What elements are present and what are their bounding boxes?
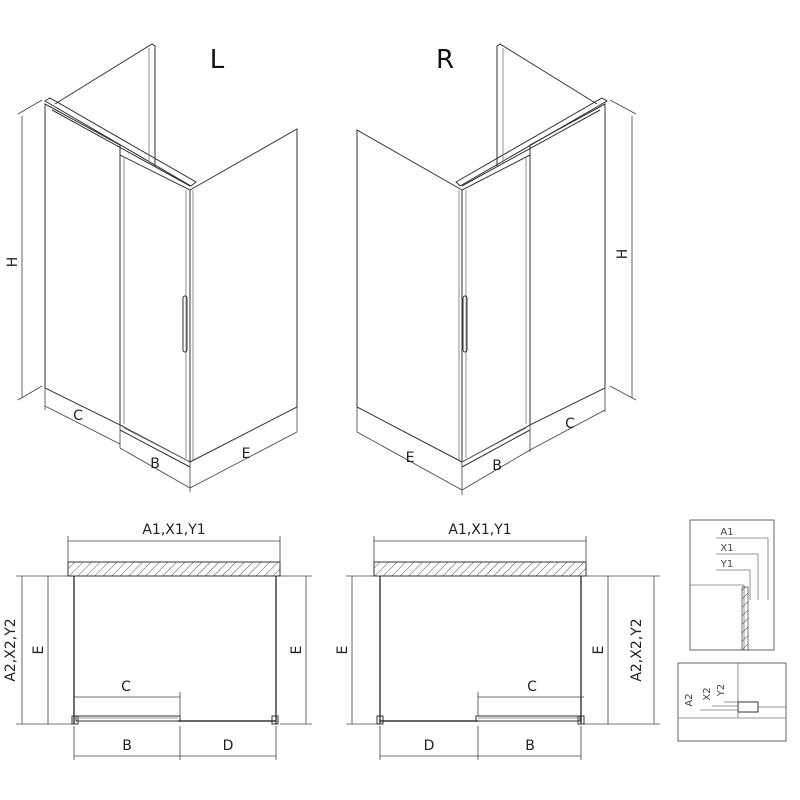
plan-view-right: A1,X1,Y1 C D B E E A2,X2,Y2 xyxy=(335,522,660,760)
isometric-view-right: R H E B C xyxy=(356,43,637,495)
dim-label-e-left: E xyxy=(242,446,251,462)
side-panel xyxy=(356,129,463,463)
top-rail xyxy=(44,97,197,187)
dim-label-h-left: H xyxy=(5,257,21,268)
detail-label-a1: A1 xyxy=(720,527,733,538)
dim-label-b-plan-right: B xyxy=(525,738,535,754)
plan-view-left: A1,X1,Y1 C B D A2,X2,Y2 E xyxy=(3,522,312,760)
dim-label-c-plan-left: C xyxy=(121,679,131,695)
detail-label-y1: Y1 xyxy=(720,559,733,570)
dim-label-top-left: A1,X1,Y1 xyxy=(142,522,205,538)
view-title-left: L xyxy=(210,45,225,75)
detail-top-profile: A1 X1 Y1 xyxy=(689,519,775,651)
door-handle xyxy=(462,295,468,353)
dim-label-e-right: E xyxy=(406,450,415,466)
view-title-right: R xyxy=(436,45,454,75)
sliding-door xyxy=(119,154,191,463)
dim-label-side-right: A2,X2,Y2 xyxy=(629,618,645,681)
dim-label-e-plan-right-b: E xyxy=(591,646,607,655)
detail-label-x1: X1 xyxy=(720,543,733,554)
dim-label-e-plan-right-a: E xyxy=(335,646,351,655)
dim-label-side-left: A2,X2,Y2 xyxy=(3,618,19,681)
dim-label-c-plan-right: C xyxy=(527,679,537,695)
dim-label-d-plan-left: D xyxy=(223,738,234,754)
fixed-panel xyxy=(44,103,121,426)
dim-label-h-right: H xyxy=(615,249,631,260)
dim-label-b-left: B xyxy=(150,456,160,472)
dim-label-e-plan-left-a: E xyxy=(31,646,47,655)
door-handle xyxy=(182,295,188,353)
detail-label-x2: X2 xyxy=(702,687,713,700)
sliding-door xyxy=(461,154,531,463)
dim-label-c-left: C xyxy=(73,408,83,424)
sliding-door-plan xyxy=(475,715,581,722)
dim-label-b-right: B xyxy=(492,458,502,474)
wall xyxy=(373,561,587,577)
dim-label-d-plan-right: D xyxy=(424,738,435,754)
detail-frame-bottom xyxy=(677,662,787,742)
detail-bottom-profile: A2 X2 Y2 xyxy=(677,662,787,742)
top-rail xyxy=(455,97,608,187)
side-panel xyxy=(189,128,298,463)
isometric-view-left: L H C B E xyxy=(5,43,298,492)
sliding-door-plan xyxy=(75,715,181,722)
fixed-panel xyxy=(529,103,606,426)
dim-label-b-plan-left: B xyxy=(122,738,132,754)
dim-label-top-right: A1,X1,Y1 xyxy=(448,522,511,538)
detail-label-a2: A2 xyxy=(684,693,695,706)
wall xyxy=(67,561,281,577)
dim-label-c-right: C xyxy=(565,416,575,432)
dim-label-e-plan-left-b: E xyxy=(289,646,305,655)
detail-label-y2: Y2 xyxy=(716,684,727,697)
